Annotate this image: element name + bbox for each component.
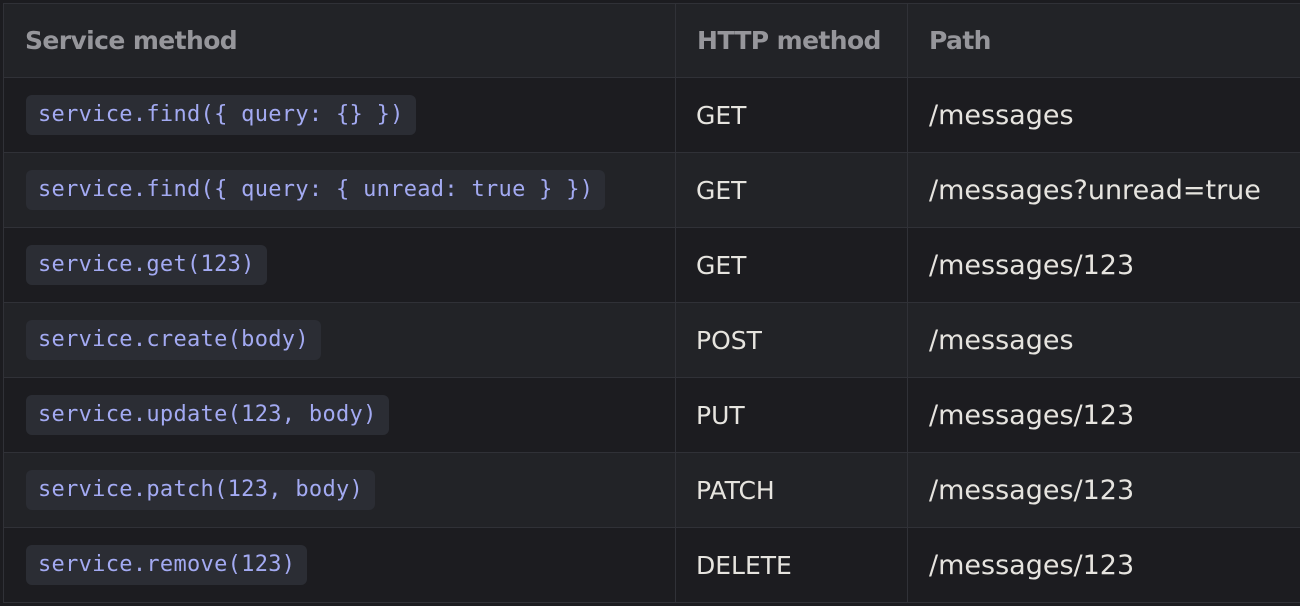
path-cell: /messages/123 — [907, 227, 1300, 303]
service-method-cell: service.patch(123, body) — [3, 452, 676, 528]
http-method-cell: GET — [675, 77, 908, 153]
path-cell: /messages?unread=true — [907, 152, 1300, 228]
http-method-cell: GET — [675, 227, 908, 303]
service-method-code: service.find({ query: { unread: true } }… — [26, 170, 606, 210]
http-method-cell: DELETE — [675, 527, 908, 603]
header-http-method: HTTP method — [675, 3, 908, 78]
service-method-code: service.get(123) — [26, 245, 267, 285]
service-method-cell: service.get(123) — [3, 227, 676, 303]
path-cell: /messages/123 — [907, 452, 1300, 528]
service-method-code: service.update(123, body) — [26, 395, 389, 435]
table-row: service.patch(123, body) PATCH /messages… — [3, 452, 1300, 528]
path-cell: /messages/123 — [907, 377, 1300, 453]
service-method-cell: service.remove(123) — [3, 527, 676, 603]
http-method-cell: GET — [675, 152, 908, 228]
http-method-cell: PATCH — [675, 452, 908, 528]
table-row: service.find({ query: { unread: true } }… — [3, 152, 1300, 228]
http-method-cell: PUT — [675, 377, 908, 453]
table-header-row: Service method HTTP method Path — [3, 3, 1300, 78]
header-path: Path — [907, 3, 1300, 78]
table-row: service.remove(123) DELETE /messages/123 — [3, 527, 1300, 603]
table-row: service.update(123, body) PUT /messages/… — [3, 377, 1300, 453]
table-row: service.find({ query: {} }) GET /message… — [3, 77, 1300, 153]
service-method-code: service.find({ query: {} }) — [26, 95, 416, 135]
path-cell: /messages — [907, 77, 1300, 153]
service-method-cell: service.find({ query: { unread: true } }… — [3, 152, 676, 228]
table-row: service.get(123) GET /messages/123 — [3, 227, 1300, 303]
service-method-cell: service.update(123, body) — [3, 377, 676, 453]
service-method-code: service.remove(123) — [26, 545, 308, 585]
service-method-code: service.patch(123, body) — [26, 470, 376, 510]
table-row: service.create(body) POST /messages — [3, 302, 1300, 378]
http-method-cell: POST — [675, 302, 908, 378]
header-service-method: Service method — [3, 3, 676, 78]
path-cell: /messages/123 — [907, 527, 1300, 603]
service-method-mapping-table: Service method HTTP method Path service.… — [3, 3, 1300, 603]
table-container: Service method HTTP method Path service.… — [3, 3, 1300, 603]
service-method-cell: service.find({ query: {} }) — [3, 77, 676, 153]
service-method-code: service.create(body) — [26, 320, 321, 360]
service-method-cell: service.create(body) — [3, 302, 676, 378]
path-cell: /messages — [907, 302, 1300, 378]
